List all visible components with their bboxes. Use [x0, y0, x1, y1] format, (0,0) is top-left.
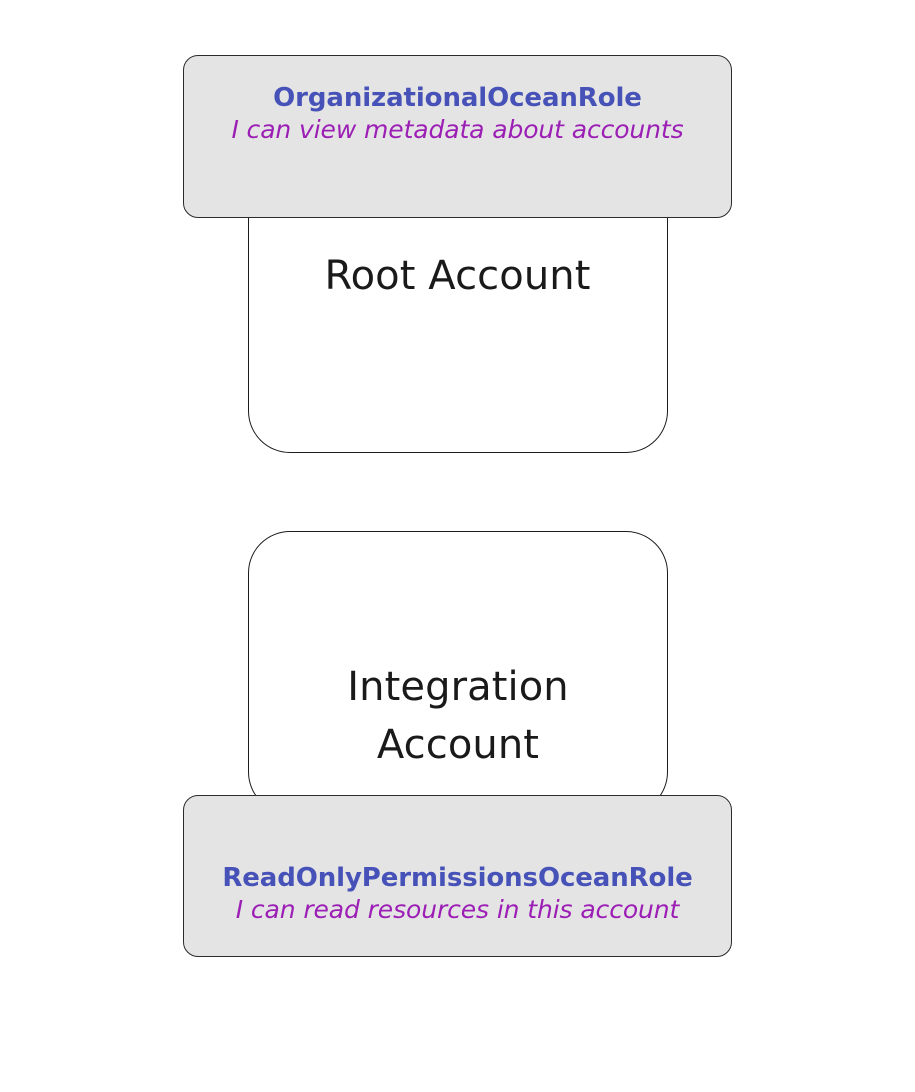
role-badge-title: OrganizationalOceanRole	[273, 83, 642, 114]
account-label-root: Root Account	[324, 253, 591, 299]
account-box-integration[interactable]	[248, 531, 668, 814]
role-badge-subtitle: I can view metadata about accounts	[231, 115, 684, 145]
role-badge-title: ReadOnlyPermissionsOceanRole	[222, 862, 693, 893]
role-badge-organizational[interactable]: OrganizationalOceanRole I can view metad…	[183, 55, 732, 218]
account-label-integration: Integration Account	[347, 664, 569, 768]
role-badge-subtitle: I can read resources in this account	[235, 894, 680, 924]
role-badge-readonly[interactable]: ReadOnlyPermissionsOceanRole I can read …	[183, 795, 732, 957]
